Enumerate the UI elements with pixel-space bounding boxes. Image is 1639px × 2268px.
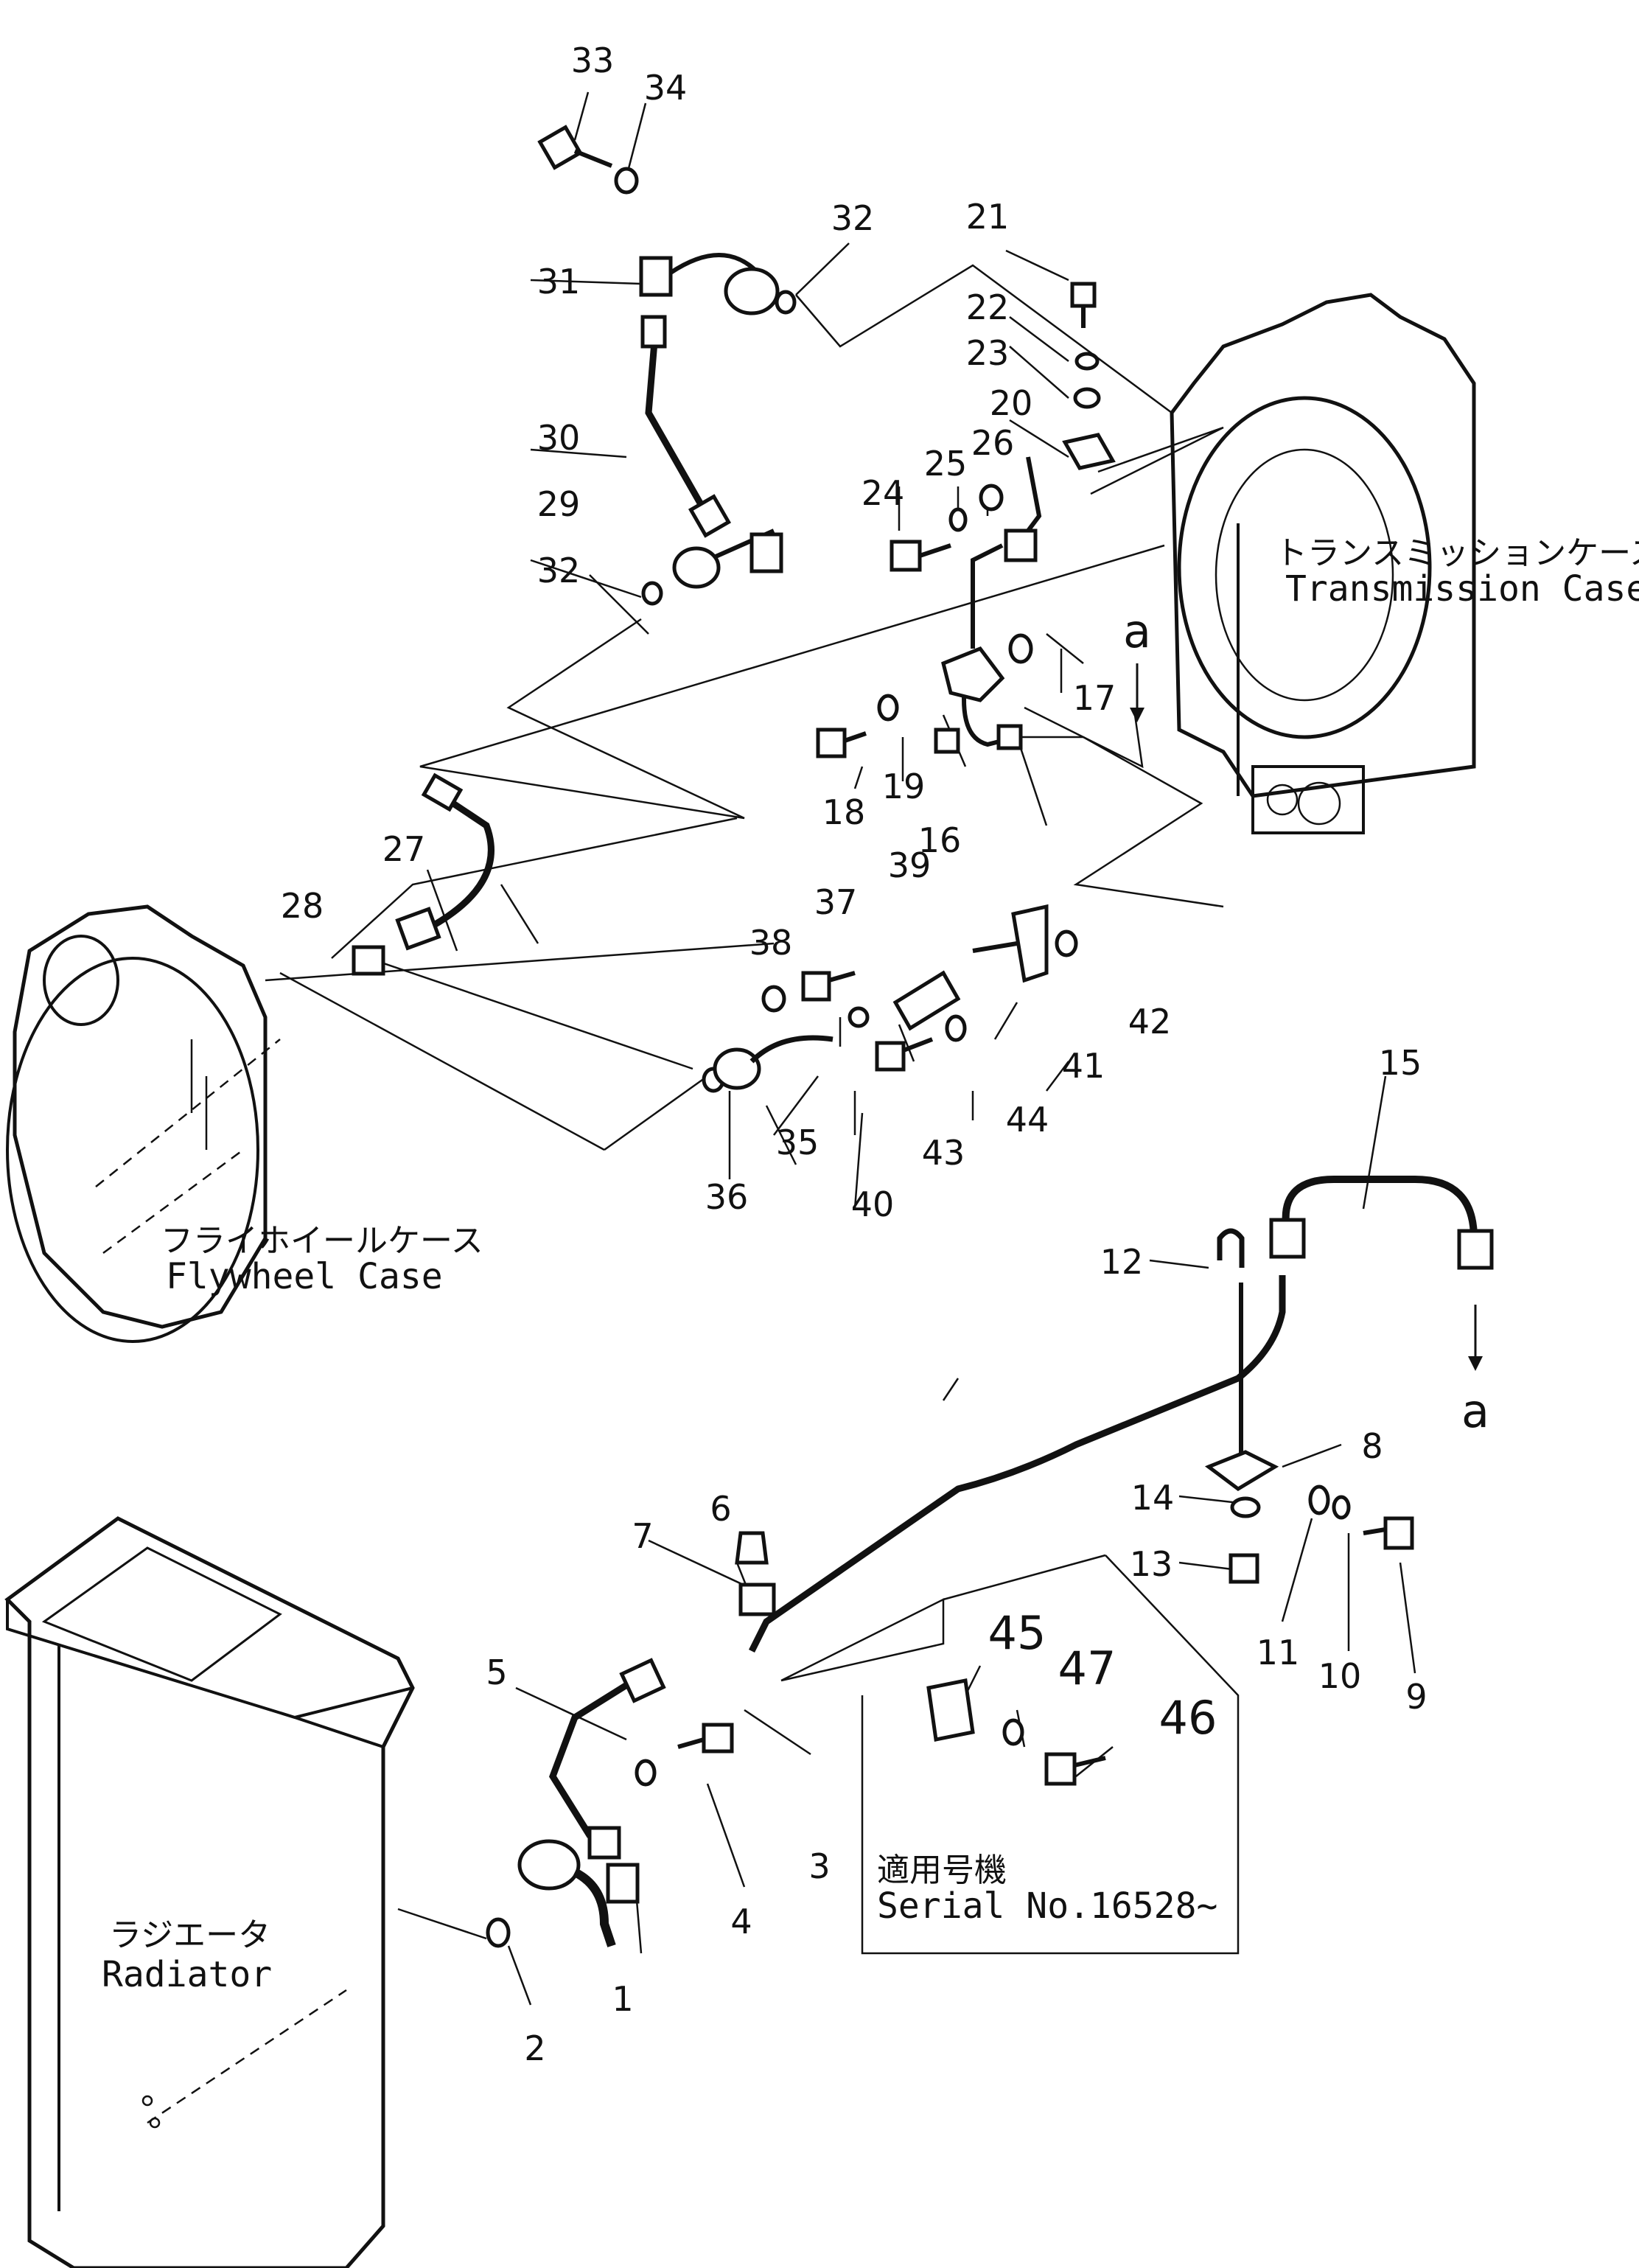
radiator-label-jp: ラジエータ <box>109 1916 270 1954</box>
callout-2: 2 <box>524 2028 545 2068</box>
callout-11: 11 <box>1257 1633 1300 1672</box>
callout-18: 18 <box>822 792 866 832</box>
callout-42: 42 <box>1128 1002 1172 1041</box>
connector-a-upper: a <box>1123 604 1151 658</box>
callout-6: 6 <box>710 1489 731 1529</box>
callout-3: 3 <box>808 1846 830 1886</box>
callout-35: 35 <box>776 1123 820 1162</box>
serial-label-en: Serial No.16528~ <box>877 1885 1217 1927</box>
connector-a-lower: a <box>1461 1384 1489 1438</box>
callout-31: 31 <box>537 262 581 301</box>
transmission-case-label-jp: トランスミッションケース <box>1275 534 1639 572</box>
callout-45: 45 <box>988 1606 1046 1660</box>
callout-37: 37 <box>814 882 858 922</box>
callout-17: 17 <box>1073 678 1116 718</box>
callout-29: 29 <box>537 484 581 524</box>
callout-8: 8 <box>1361 1426 1383 1466</box>
callout-20: 20 <box>990 383 1033 423</box>
component-labels: トランスミッションケース Transmission Case フライホイールケー… <box>102 534 1639 1995</box>
callout-38: 38 <box>749 923 793 963</box>
callout-12: 12 <box>1100 1242 1144 1282</box>
callout-36: 36 <box>705 1177 749 1217</box>
callout-22: 22 <box>966 287 1010 327</box>
bolt-33-shape <box>537 125 613 170</box>
callout-41: 41 <box>1062 1046 1105 1086</box>
callout-14: 14 <box>1131 1478 1175 1518</box>
callout-32-top: 32 <box>831 198 875 238</box>
callout-7: 7 <box>632 1516 653 1556</box>
callout-30: 30 <box>537 418 581 458</box>
transmission-case-label-en: Transmission Case <box>1285 568 1639 610</box>
callout-15: 15 <box>1379 1043 1422 1083</box>
flywheel-case-label-jp: フライホイールケース <box>161 1222 483 1260</box>
callout-34: 34 <box>644 68 688 108</box>
callout-43: 43 <box>922 1133 965 1173</box>
callout-19: 19 <box>882 767 926 806</box>
callout-39: 39 <box>888 845 932 885</box>
callout-32-lower: 32 <box>537 551 581 590</box>
flywheel-case-label-en: Flywheel Case <box>166 1256 443 1297</box>
parts-drawings <box>352 125 1494 1948</box>
callout-44: 44 <box>1006 1100 1049 1140</box>
callout-4: 4 <box>730 1902 752 1941</box>
callout-16: 16 <box>918 820 962 860</box>
callout-21: 21 <box>966 197 1010 237</box>
callout-23: 23 <box>966 333 1010 373</box>
transmission-case <box>1170 293 1476 834</box>
serial-label-jp: 適用号機 <box>877 1852 1007 1889</box>
callout-9: 9 <box>1405 1677 1427 1717</box>
callout-1: 1 <box>612 1979 633 2019</box>
callout-5: 5 <box>486 1653 507 1692</box>
callout-40: 40 <box>851 1184 895 1224</box>
flywheel-case <box>6 904 281 1343</box>
callout-33: 33 <box>571 41 615 80</box>
callout-25: 25 <box>924 444 968 484</box>
callout-13: 13 <box>1130 1544 1173 1584</box>
callouts: 1 2 3 4 5 6 7 8 9 10 11 12 13 14 15 16 1… <box>281 41 1489 2068</box>
callout-28: 28 <box>281 886 324 926</box>
radiator <box>4 1516 415 2268</box>
radiator-label-en: Radiator <box>102 1954 272 1995</box>
callout-10: 10 <box>1318 1656 1362 1696</box>
callout-27: 27 <box>382 829 426 869</box>
callout-47: 47 <box>1058 1641 1116 1695</box>
callout-24: 24 <box>862 473 905 513</box>
callout-46: 46 <box>1159 1691 1217 1745</box>
callout-26: 26 <box>971 423 1015 463</box>
